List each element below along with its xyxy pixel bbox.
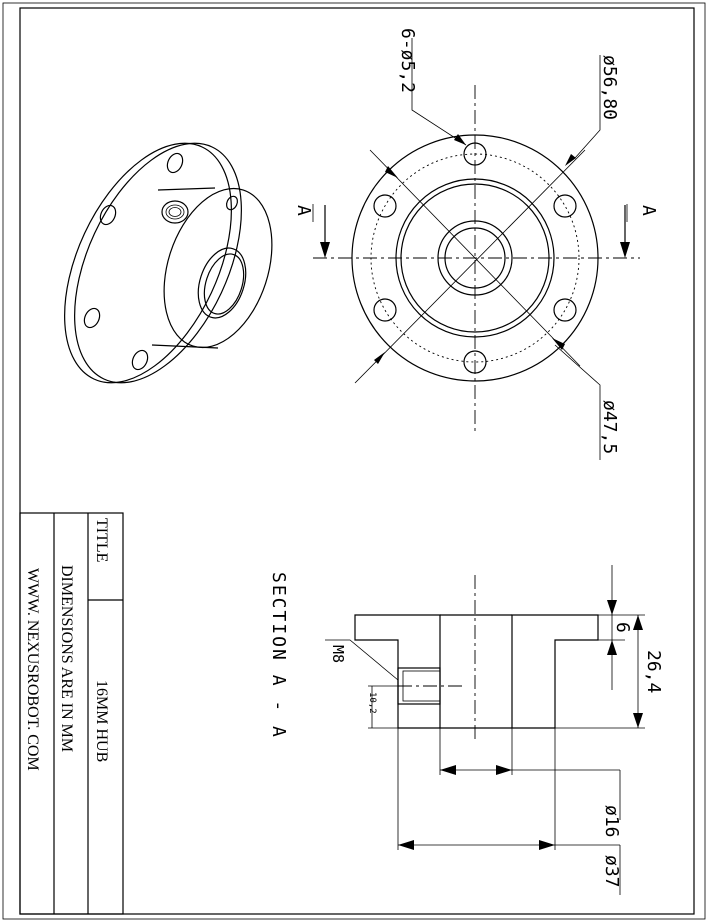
bolt-hole [373,194,397,218]
dim-total-length: 26,4 [643,650,664,693]
dim-thread-position: 10,2 [367,692,377,714]
hub-circle [395,178,555,338]
dim-thread: M8 [329,645,347,663]
bolt-hole [553,194,577,218]
bolt-hole [463,350,487,374]
section-marker-right: A [638,205,659,216]
inner-border [19,7,695,915]
dim-bore: ø16 [601,805,622,838]
section-view: SECTION A - A M8 10,2 6 [268,565,664,895]
outer-flange-circle [351,134,599,382]
title-block: TITLE 16MM HUB DIMENSIONS ARE IN MM WWW.… [19,512,124,915]
bore-circle [444,227,506,289]
title-label: TITLE [93,518,110,562]
dim-hub-dia: ø47,5 [599,400,620,454]
bolt-hole [553,298,577,322]
title-value: 16MM HUB [93,680,110,762]
units-note: DIMENSIONS ARE IN MM [58,565,75,752]
bolt-hole [463,142,487,166]
website-text: WWW. NEXUSROBOT. COM [24,568,41,771]
bore-outer-circle [437,220,513,296]
dim-pcd: ø56,80 [599,55,620,120]
isometric-view [64,142,273,384]
dim-holes: 6-ø5,2 [397,28,418,93]
section-label: SECTION A - A [268,572,289,739]
front-view: A A 6-ø5,2 ø56,80 ø47,5 [293,28,659,460]
dim-flange-thickness: 6 [612,622,633,633]
bolt-circle [370,153,580,363]
bolt-hole [373,298,397,322]
dim-outer: ø37 [601,855,622,888]
hub-inner-circle [400,183,550,333]
section-marker-left: A [293,205,314,216]
